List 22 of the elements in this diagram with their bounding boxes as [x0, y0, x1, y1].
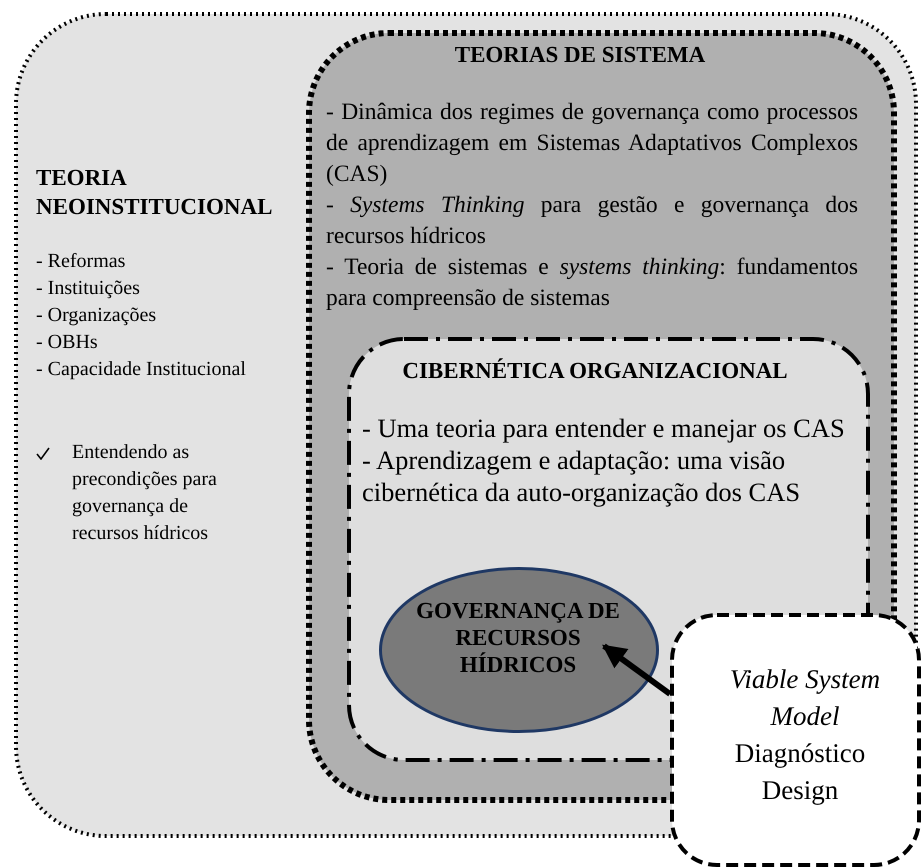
paragraph: - Uma teoria para entender e manejar os CAS: [362, 412, 846, 444]
node-label: Viable System Model: [728, 663, 882, 733]
node-label: Diagnóstico: [734, 737, 866, 770]
oval-node: [379, 567, 659, 733]
list-item: - Reformas: [36, 249, 126, 274]
paragraph: - Teoria de sistemas e systems thinking: fundamentos para compreensão de sistemas: [326, 253, 858, 313]
heading: TEORIA NEOINSTITUCIONAL: [36, 164, 274, 221]
outer-container-box: [14, 12, 918, 838]
node-label: GOVERNANÇA DE RECURSOS HÍDRICOS: [415, 597, 621, 678]
list-item: - Organizações: [36, 303, 158, 328]
arrow: [602, 644, 672, 696]
checklist-item: Entendendo as precondições para governança de recursos hídricos: [72, 440, 218, 546]
heading: TEORIAS DE SISTEMA: [454, 41, 706, 69]
node-label: Design: [760, 774, 840, 807]
paragraph: - Dinâmica dos regimes de governança como processos de aprendizagem em Sistemas Adaptativos Complexos (CAS): [326, 98, 858, 189]
paragraph: - Aprendizagem e adaptação: uma visão cibernética da auto-organização dos CAS: [362, 444, 802, 508]
systems-theory-box: [306, 30, 897, 803]
list-item: - Capacidade Institucional: [36, 357, 247, 382]
list-item: - Instituições: [36, 276, 141, 301]
list-item: - OBHs: [36, 330, 99, 355]
method-box: [670, 613, 921, 867]
heading: CIBERNÉTICA ORGANIZACIONAL: [401, 357, 789, 385]
